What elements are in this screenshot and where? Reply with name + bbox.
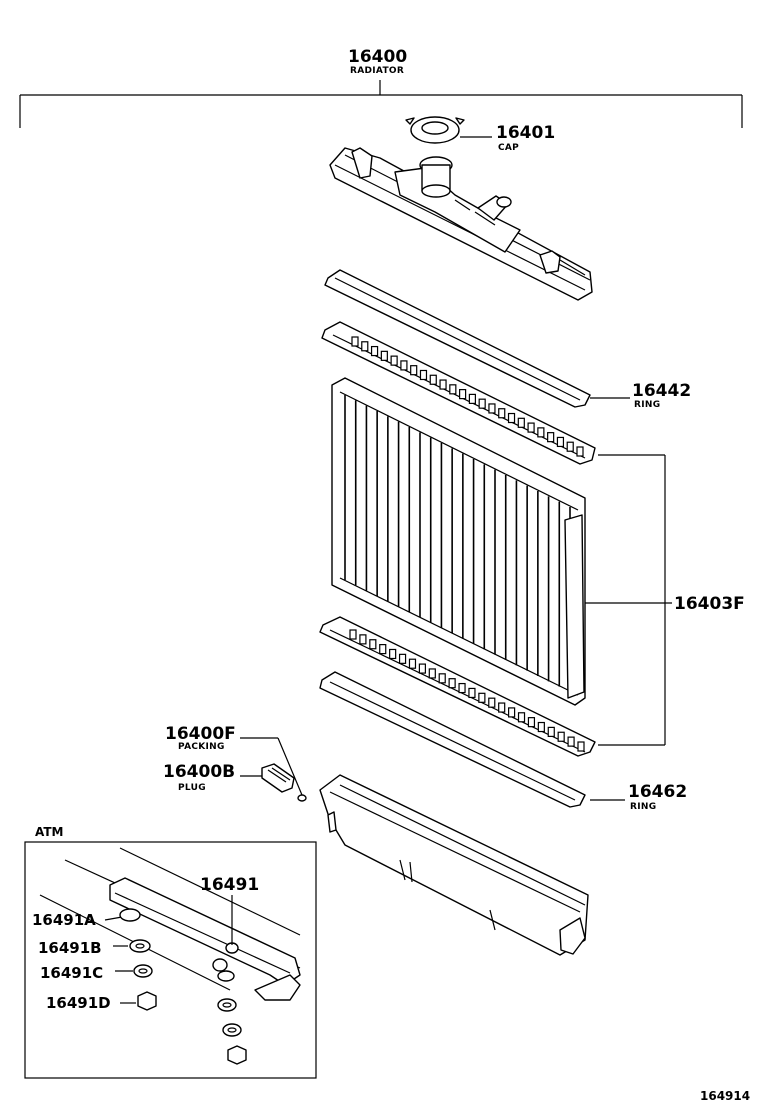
plate-slot [557,731,565,742]
plate-slot [468,393,476,404]
part-number-atm-c[interactable]: 16491C [40,964,103,982]
part-number-cap[interactable]: 16401 [496,123,555,143]
plate-slot [527,422,535,433]
plate-slot [349,629,357,640]
atm-box-label: ATM [35,825,63,839]
plate-slot [488,403,496,414]
plate-slot [438,673,446,684]
plug-drawing [261,763,295,793]
plate-slot [410,365,418,376]
part-number-atm-d[interactable]: 16491D [46,994,111,1012]
part-number-packing[interactable]: 16400F [165,724,236,744]
plate-slot [361,341,369,352]
plate-slot [418,663,426,674]
plate-slot [359,634,367,645]
lower-core-plate-drawing [319,616,596,757]
plate-slot [428,668,436,679]
plate-slot [566,441,574,452]
plate-slot [547,432,555,443]
plate-slot [478,398,486,409]
atm-a-washer-drawing [119,908,141,922]
plate-slot [370,345,379,357]
upper-core-plate-drawing [321,321,596,465]
upper-tank-drawing [329,147,593,301]
part-number-atm-main[interactable]: 16491 [200,875,259,895]
lower-tank-drawing [319,774,589,956]
plate-slot [351,336,359,347]
plate-slot [537,427,545,438]
plate-slot [459,389,467,400]
plate-slot [498,702,506,713]
plate-slot [507,412,516,424]
lower-ring-drawing [319,671,586,808]
plate-slot [408,658,417,669]
atm-cooler-pipe-drawing [39,847,301,1001]
radiator-core-drawing [331,377,586,706]
part-number-ring-upper[interactable]: 16442 [632,381,691,401]
plate-slot [458,682,466,694]
plate-slot [547,726,555,737]
plate-slot [468,687,476,699]
part-number-ring-lower[interactable]: 16462 [628,782,687,802]
plate-slot [517,712,526,723]
part-number-core[interactable]: 16403F [674,594,745,614]
plate-slot [577,741,585,752]
plate-slot [517,417,525,428]
plate-slot [390,355,398,366]
plate-slot [527,717,536,728]
plate-slot [498,408,506,419]
part-number-radiator[interactable]: 16400 [348,47,407,67]
packing-ring-drawing [297,794,307,802]
plate-slot [369,639,377,650]
plate-slot [439,379,447,390]
radiator-cap-drawing [405,116,465,144]
atm-d-nut-drawing [137,991,157,1011]
plate-slot [379,644,387,655]
plate-slot [380,350,388,361]
plate-slot [576,446,584,457]
core-bracket [585,454,672,746]
part-name-ring-upper: RING [634,400,660,410]
plate-slot [448,678,456,689]
plate-slot [400,360,408,371]
plate-slot [478,692,486,703]
atm-stack-drawing [217,998,247,1065]
part-name-cap: CAP [498,143,519,153]
part-name-packing: PACKING [178,742,225,752]
upper-ring-drawing [324,269,591,408]
part-number-atm-a[interactable]: 16491A [32,911,96,929]
part-name-radiator: RADIATOR [350,66,404,76]
plate-slot [429,374,437,385]
part-name-ring-lower: RING [630,802,656,812]
atm-box [24,841,317,1079]
plate-slot [556,436,565,448]
plate-slot [389,648,397,660]
plate-slot [567,736,575,747]
plate-slot [449,384,457,395]
leader-atm-a [104,916,123,921]
part-number-plug[interactable]: 16400B [163,762,235,782]
diagram-reference-number: 164914 [700,1089,750,1103]
part-number-atm-b[interactable]: 16491B [38,939,102,957]
radiator-bracket [19,80,743,128]
part-name-plug: PLUG [178,783,206,793]
plate-slot [508,707,516,718]
plate-slot [419,369,428,381]
plate-slot [537,721,545,733]
plate-slot [488,697,496,708]
plate-slot [398,653,407,664]
